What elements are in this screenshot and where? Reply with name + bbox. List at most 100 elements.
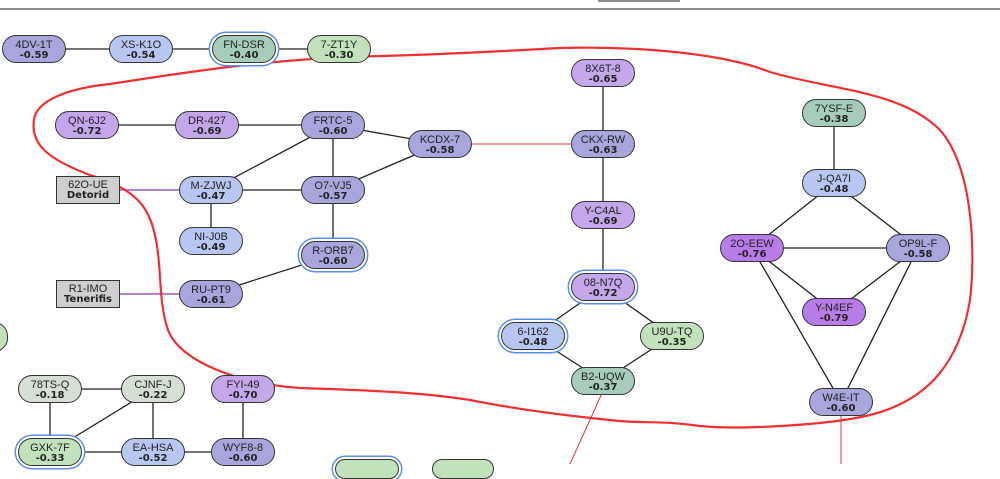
node-value: -0.54 — [126, 50, 156, 61]
node-label: CJNF-J — [134, 379, 172, 391]
node-value: -0.63 — [588, 145, 618, 156]
node-label: OP9L-F — [898, 238, 938, 250]
graph-node-r-orb7[interactable]: R-ORB7-0.60 — [301, 241, 365, 269]
cross-edge-b2-uqw-offscreen — [569, 390, 604, 464]
node-label: FYI-49 — [226, 379, 260, 391]
graph-node-ea-hsa[interactable]: EA-HSA-0.52 — [121, 438, 185, 466]
node-label: RU-PT9 — [191, 284, 231, 296]
graph-node-partial-bottom-1[interactable] — [335, 459, 399, 479]
graph-node-cjnf-j[interactable]: CJNF-J-0.22 — [121, 375, 185, 403]
top-divider — [0, 8, 1000, 10]
node-value: -0.60 — [318, 126, 348, 137]
external-node-id: 62O-UE — [68, 179, 108, 191]
graph-node-y-n4ef[interactable]: Y-N4EF-0.79 — [802, 298, 866, 326]
node-value: -0.35 — [657, 337, 687, 348]
node-label: M-ZJWJ — [190, 180, 232, 192]
graph-node-w4e-it[interactable]: W4E-IT-0.60 — [809, 388, 873, 416]
graph-node-u9u-tq[interactable]: U9U-TQ-0.35 — [640, 322, 704, 350]
node-value: -0.76 — [737, 249, 767, 260]
node-label: 8X6T-8 — [585, 63, 621, 75]
graph-node-7-zt1y[interactable]: 7-ZT1Y-0.30 — [307, 35, 371, 63]
node-label: FRTC-5 — [313, 115, 353, 127]
node-label: WYF8-8 — [222, 442, 264, 454]
graph-node-j-qa7i[interactable]: J-QA7I-0.48 — [802, 169, 866, 197]
graph-node-partial-bottom-2[interactable] — [432, 459, 494, 479]
node-value: -0.40 — [229, 50, 259, 61]
graph-node-wyf8-8[interactable]: WYF8-8-0.60 — [211, 438, 275, 466]
graph-node-4dv-1t[interactable]: 4DV-1T-0.59 — [2, 35, 66, 63]
node-label: 7YSF-E — [814, 103, 854, 115]
node-value: -0.18 — [35, 390, 65, 401]
node-value: -0.69 — [588, 216, 618, 227]
node-label: GXK-7F — [30, 442, 70, 454]
graph-node-frtc-5[interactable]: FRTC-5-0.60 — [301, 111, 365, 139]
node-label: 2O-EEW — [730, 238, 774, 250]
graph-node-dr-427[interactable]: DR-427-0.69 — [175, 111, 239, 139]
node-label: 08-N7Q — [583, 277, 623, 289]
node-label: NI-J0B — [194, 231, 228, 243]
node-value: -0.48 — [518, 337, 548, 348]
graph-node-78ts-q[interactable]: 78TS-Q-0.18 — [18, 375, 82, 403]
graph-node-qn-6j2[interactable]: QN-6J2-0.72 — [55, 111, 119, 139]
edge-op9l-f-w4e-it — [840, 247, 919, 403]
graph-node-b2-uqw[interactable]: B2-UQW-0.37 — [571, 367, 635, 395]
node-label: FN-DSR — [223, 39, 265, 51]
graph-node-2o-eew[interactable]: 2O-EEW-0.76 — [720, 234, 784, 262]
node-value: -0.30 — [324, 50, 354, 61]
node-value: -0.69 — [192, 126, 222, 137]
node-value: -0.60 — [318, 256, 348, 267]
node-label: 6-I162 — [517, 326, 549, 338]
graph-node-y-c4al[interactable]: Y-C4AL-0.69 — [571, 201, 635, 229]
node-label: Y-C4AL — [584, 205, 622, 217]
graph-node-ni-j0b[interactable]: NI-J0B-0.49 — [179, 227, 243, 255]
graph-node-08-n7q[interactable]: 08-N7Q-0.72 — [571, 273, 635, 301]
graph-node-fn-dsr[interactable]: FN-DSR-0.40 — [212, 35, 276, 63]
node-value: -0.60 — [826, 403, 856, 414]
node-label: O7-VJ5 — [314, 180, 352, 192]
node-label: 4DV-1T — [15, 39, 53, 51]
node-label: B2-UQW — [581, 371, 625, 383]
node-label: R-ORB7 — [312, 245, 354, 257]
graph-node-xs-k1o[interactable]: XS-K1O-0.54 — [109, 35, 173, 63]
top-tab-indicator — [598, 0, 680, 2]
annotation-outline — [32, 46, 974, 429]
node-value: -0.38 — [819, 114, 849, 125]
graph-node-8x6t-8[interactable]: 8X6T-8-0.65 — [571, 59, 635, 87]
graph-node-op9l-f[interactable]: OP9L-F-0.58 — [886, 234, 950, 262]
node-value: -0.58 — [425, 145, 455, 156]
graph-node-6-i162[interactable]: 6-I162-0.48 — [501, 322, 565, 350]
external-node-region: Tenerifis — [64, 294, 112, 305]
node-value: -0.65 — [588, 74, 618, 85]
node-label: EA-HSA — [132, 442, 174, 454]
graph-node-fyi-49[interactable]: FYI-49-0.70 — [211, 375, 275, 403]
node-label: U9U-TQ — [651, 326, 693, 338]
node-value: -0.48 — [819, 184, 849, 195]
graph-node-kcdx-7[interactable]: KCDX-7-0.58 — [408, 130, 472, 158]
node-value: -0.60 — [228, 453, 258, 464]
node-value: -0.52 — [138, 453, 168, 464]
node-value: -0.49 — [196, 242, 226, 253]
node-label: Y-N4EF — [814, 302, 854, 314]
external-node-id: R1-IMO — [68, 283, 108, 295]
node-label: XS-K1O — [120, 39, 162, 51]
node-value: -0.79 — [819, 313, 849, 324]
node-label: 7-ZT1Y — [320, 39, 358, 51]
graph-node-gxk-7f[interactable]: GXK-7F-0.33 — [18, 438, 82, 466]
node-value: -0.72 — [588, 288, 618, 299]
graph-node-ru-pt9[interactable]: RU-PT9-0.61 — [179, 280, 243, 308]
node-value: -0.22 — [138, 390, 168, 401]
node-value: -0.72 — [72, 126, 102, 137]
node-label: J-QA7I — [816, 173, 852, 185]
node-value: -0.59 — [19, 50, 49, 61]
node-value: -0.61 — [196, 295, 226, 306]
node-value: -0.70 — [228, 390, 258, 401]
graph-node-ckx-rw[interactable]: CKX-RW-0.63 — [571, 130, 635, 158]
node-label: DR-427 — [188, 115, 226, 127]
graph-node-o7-vj5[interactable]: O7-VJ5-0.57 — [301, 176, 365, 204]
external-node-region: Detorid — [66, 190, 110, 201]
graph-node-m-zjwj[interactable]: M-ZJWJ-0.47 — [179, 176, 243, 204]
graph-node-7ysf-e[interactable]: 7YSF-E-0.38 — [802, 99, 866, 127]
node-value: -0.37 — [588, 382, 618, 393]
